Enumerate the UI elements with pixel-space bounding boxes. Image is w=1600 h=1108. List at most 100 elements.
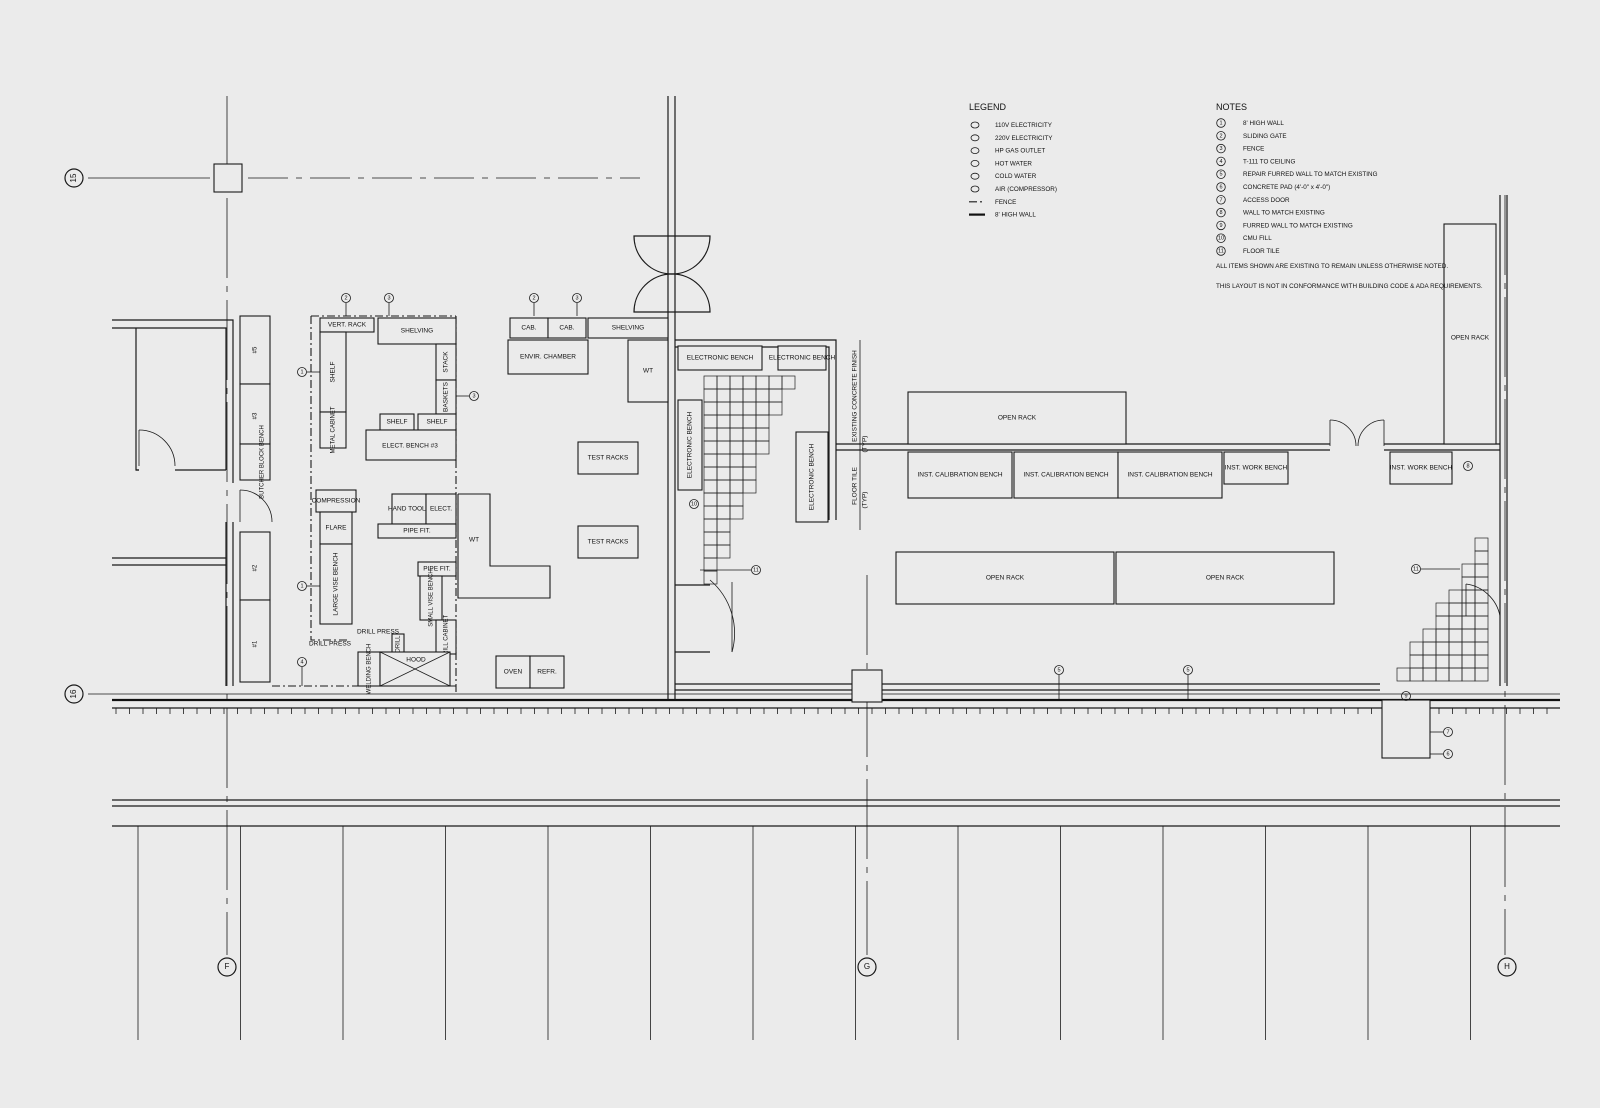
svg-text:STACK: STACK [443,351,450,373]
note-number: 2 [1219,133,1222,139]
svg-text:WT: WT [469,537,479,544]
svg-text:1: 1 [300,369,303,375]
notes-title: NOTES [1216,102,1247,112]
callout-9: 9 [1401,691,1411,701]
note-item-label: FURRED WALL TO MATCH EXISTING [1243,222,1353,229]
legend-item-label: COLD WATER [995,173,1037,180]
shop-area: VERT. RACK SHELVING SHELF STACK BASKETS … [272,315,551,694]
svg-text:11: 11 [753,567,759,573]
callout-3c: 3 [456,391,479,401]
svg-text:#3: #3 [253,412,259,419]
bench-column-f: #5 #3 BUTCHER BLOCK BENCH #2 #1 [239,315,271,683]
legend-item-label: HOT WATER [995,160,1032,167]
note-number-circle [1216,246,1226,256]
note-number-circle [1216,143,1226,154]
callout-2a: 2 [341,293,351,316]
svg-text:CAB.: CAB. [559,325,574,332]
note-number: 9 [1219,223,1222,229]
svg-text:OPEN RACK: OPEN RACK [1451,335,1490,342]
legend-item: HOT WATER [970,159,1032,167]
svg-text:ELECTRONIC BENCH: ELECTRONIC BENCH [687,355,754,362]
svg-text:INST. WORK BENCH: INST. WORK BENCH [1390,465,1453,472]
svg-text:TEST RACKS: TEST RACKS [588,455,629,462]
note-number-circle [1216,195,1226,205]
svg-text:(TYP): (TYP) [862,492,869,509]
note-number-circle [1216,233,1226,243]
svg-text:8: 8 [1466,463,1469,469]
callout-5a: 5 [1054,665,1064,700]
svg-text:16: 16 [69,689,78,698]
svg-text:INST. CALIBRATION BENCH: INST. CALIBRATION BENCH [1023,472,1108,479]
west-rooms [112,319,273,686]
svg-text:SHELVING: SHELVING [401,328,433,335]
callout-10: 10 [689,499,699,509]
svg-text:FLARE: FLARE [326,525,348,532]
note-item-label: WALL TO MATCH EXISTING [1243,210,1325,217]
note-item: 2 SLIDING GATE [1216,131,1287,141]
svg-text:BASKETS: BASKETS [443,381,450,412]
svg-text:ELECTRONIC BENCH: ELECTRONIC BENCH [687,411,694,478]
svg-text:DRILL: DRILL [396,635,402,653]
note-number: 1 [1219,120,1222,126]
note-number: 7 [1219,197,1222,203]
svg-text:9: 9 [1404,693,1407,699]
svg-text:10: 10 [691,501,697,507]
svg-text:G: G [864,962,870,971]
svg-text:OPEN RACK: OPEN RACK [986,575,1025,582]
callout-6: 6 [1430,749,1453,759]
svg-text:PIPE FIT.: PIPE FIT. [403,528,431,535]
svg-text:EXISTING CONCRETE FINISH: EXISTING CONCRETE FINISH [852,350,859,442]
callouts: 2 3 2 3 1 3 1 4 10 11 5 5 11 8 9 7 6 [297,293,1473,759]
legend-item-label: AIR (COMPRESSOR) [995,186,1057,193]
center-area: CAB. CAB. SHELVING ENVIR. CHAMBER WT TES… [495,96,711,700]
legend-symbol-icon [970,185,980,193]
callout-11a: 11 [700,565,761,575]
note-item-label: SLIDING GATE [1243,133,1287,140]
note-number-circle [1216,118,1226,128]
grid-bubble-15: 15 [64,168,84,188]
svg-text:ENVIR. CHAMBER: ENVIR. CHAMBER [520,354,576,361]
svg-text:SHELVING: SHELVING [612,325,644,332]
svg-text:2: 2 [532,295,535,301]
note-number: 4 [1219,159,1222,165]
legend-item: 110V ELECTRICITY [970,121,1053,129]
svg-text:CAB.: CAB. [521,325,536,332]
legend-item-label: 110V ELECTRICITY [995,122,1053,129]
legend-title: LEGEND [969,102,1007,112]
legend-symbol-icon [970,121,980,129]
svg-text:11: 11 [1413,566,1419,572]
note-number: 3 [1219,146,1222,152]
svg-text:LARGE VISE BENCH: LARGE VISE BENCH [333,552,340,616]
svg-text:INST. WORK BENCH: INST. WORK BENCH [1225,465,1288,472]
legend-item: AIR (COMPRESSOR) [970,185,1057,193]
svg-text:REFR.: REFR. [537,669,557,676]
grid-lines [88,96,1560,955]
svg-text:15: 15 [69,173,78,182]
svg-text:BUTCHER BLOCK BENCH: BUTCHER BLOCK BENCH [260,425,266,499]
note-item-label: REPAIR FURRED WALL TO MATCH EXISTING [1243,171,1378,178]
callout-5b: 5 [1183,665,1193,700]
callout-3a: 3 [384,293,394,316]
svg-text:PIPE FIT.: PIPE FIT. [423,566,451,573]
legend-item-label: FENCE [995,199,1016,206]
note-item-label: FLOOR TILE [1243,248,1280,255]
svg-text:OVEN: OVEN [504,669,523,676]
svg-text:4: 4 [300,659,303,665]
svg-text:6: 6 [1446,751,1449,757]
callout-4: 4 [297,657,307,686]
callout-2b: 2 [529,293,539,316]
legend-symbol-icon [970,159,980,167]
svg-text:SHELF: SHELF [387,419,408,426]
svg-text:OPEN RACK: OPEN RACK [1206,575,1245,582]
svg-text:ELECT.: ELECT. [430,506,452,513]
svg-text:WT: WT [643,368,653,375]
svg-text:3: 3 [472,393,475,399]
svg-text:DRILL CABINET: DRILL CABINET [444,614,450,659]
